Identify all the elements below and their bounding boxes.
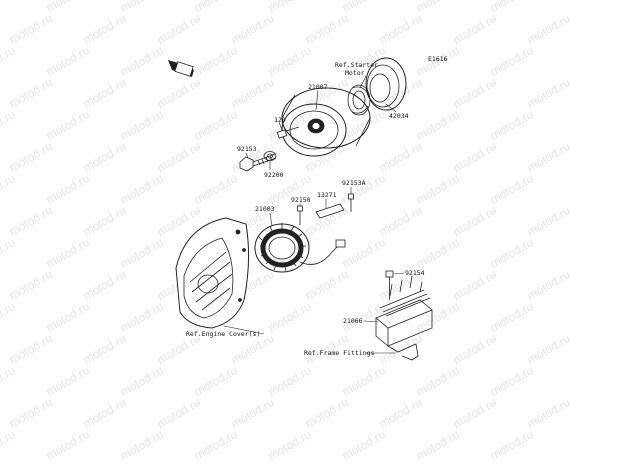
label-92200: 92200: [264, 171, 284, 179]
label-21003: 21003: [255, 205, 275, 213]
engine-cover: [175, 217, 250, 329]
label-21066: 21066: [343, 317, 363, 325]
bolt-120: [276, 126, 300, 139]
label-21007: 21007: [308, 83, 328, 91]
label-42034: 42034: [389, 112, 409, 120]
label-ref-starter-motor-1: Ref.Starter: [335, 61, 379, 69]
bolt-92154: [385, 270, 394, 300]
clamp-13271: [315, 203, 345, 219]
label-92154: 92154: [405, 269, 425, 277]
washer-92200: [263, 151, 277, 161]
label-92153: 92153: [237, 145, 257, 153]
label-ref-frame-fittings: Ref.Frame Fittings: [304, 349, 375, 357]
label-ref-starter-motor-2: Motor: [345, 69, 365, 77]
label-120: 120: [274, 116, 286, 124]
bolt-92150: [297, 205, 303, 225]
bolt-92153A: [348, 193, 354, 212]
starter-clutch-ring: [347, 57, 407, 116]
stator-coil: [254, 223, 346, 273]
front-arrow-icon: [168, 60, 194, 77]
leader-lines: [223, 75, 405, 354]
label-92153A: 92153A: [342, 179, 366, 187]
label-ref-engine-cover: Ref.Engine Cover(s): [186, 330, 261, 338]
bolt-92153: [239, 153, 277, 172]
alternator-rotor: [281, 87, 371, 157]
label-92150: 92150: [291, 196, 311, 204]
label-13271: 13271: [317, 191, 337, 199]
figure-code: E1616: [428, 55, 448, 63]
regulator-rectifier: [375, 275, 433, 361]
